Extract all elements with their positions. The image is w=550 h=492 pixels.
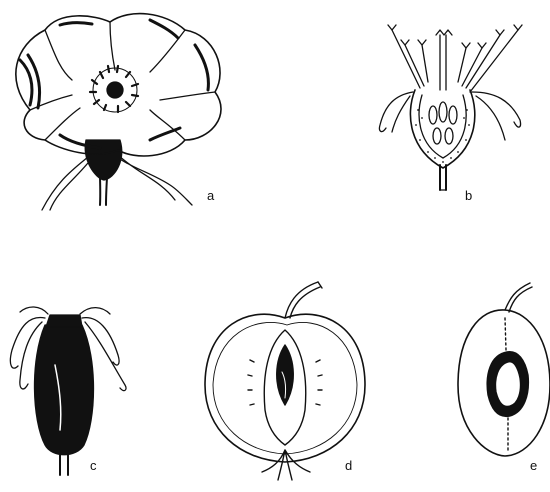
- drawing-d-apple-section: [205, 282, 365, 480]
- panel-label-a: a: [207, 188, 214, 203]
- panel-label-e: e: [530, 458, 537, 473]
- drawing-c-rose-hip: [10, 307, 126, 475]
- panel-label-c: c: [90, 458, 97, 473]
- panel-label-d: d: [345, 458, 352, 473]
- drawing-a-rose-flower: [16, 14, 221, 210]
- panel-label-b: b: [465, 188, 472, 203]
- drawing-e-drupe-section: [458, 283, 550, 456]
- drawing-b-flower-section: [379, 25, 522, 190]
